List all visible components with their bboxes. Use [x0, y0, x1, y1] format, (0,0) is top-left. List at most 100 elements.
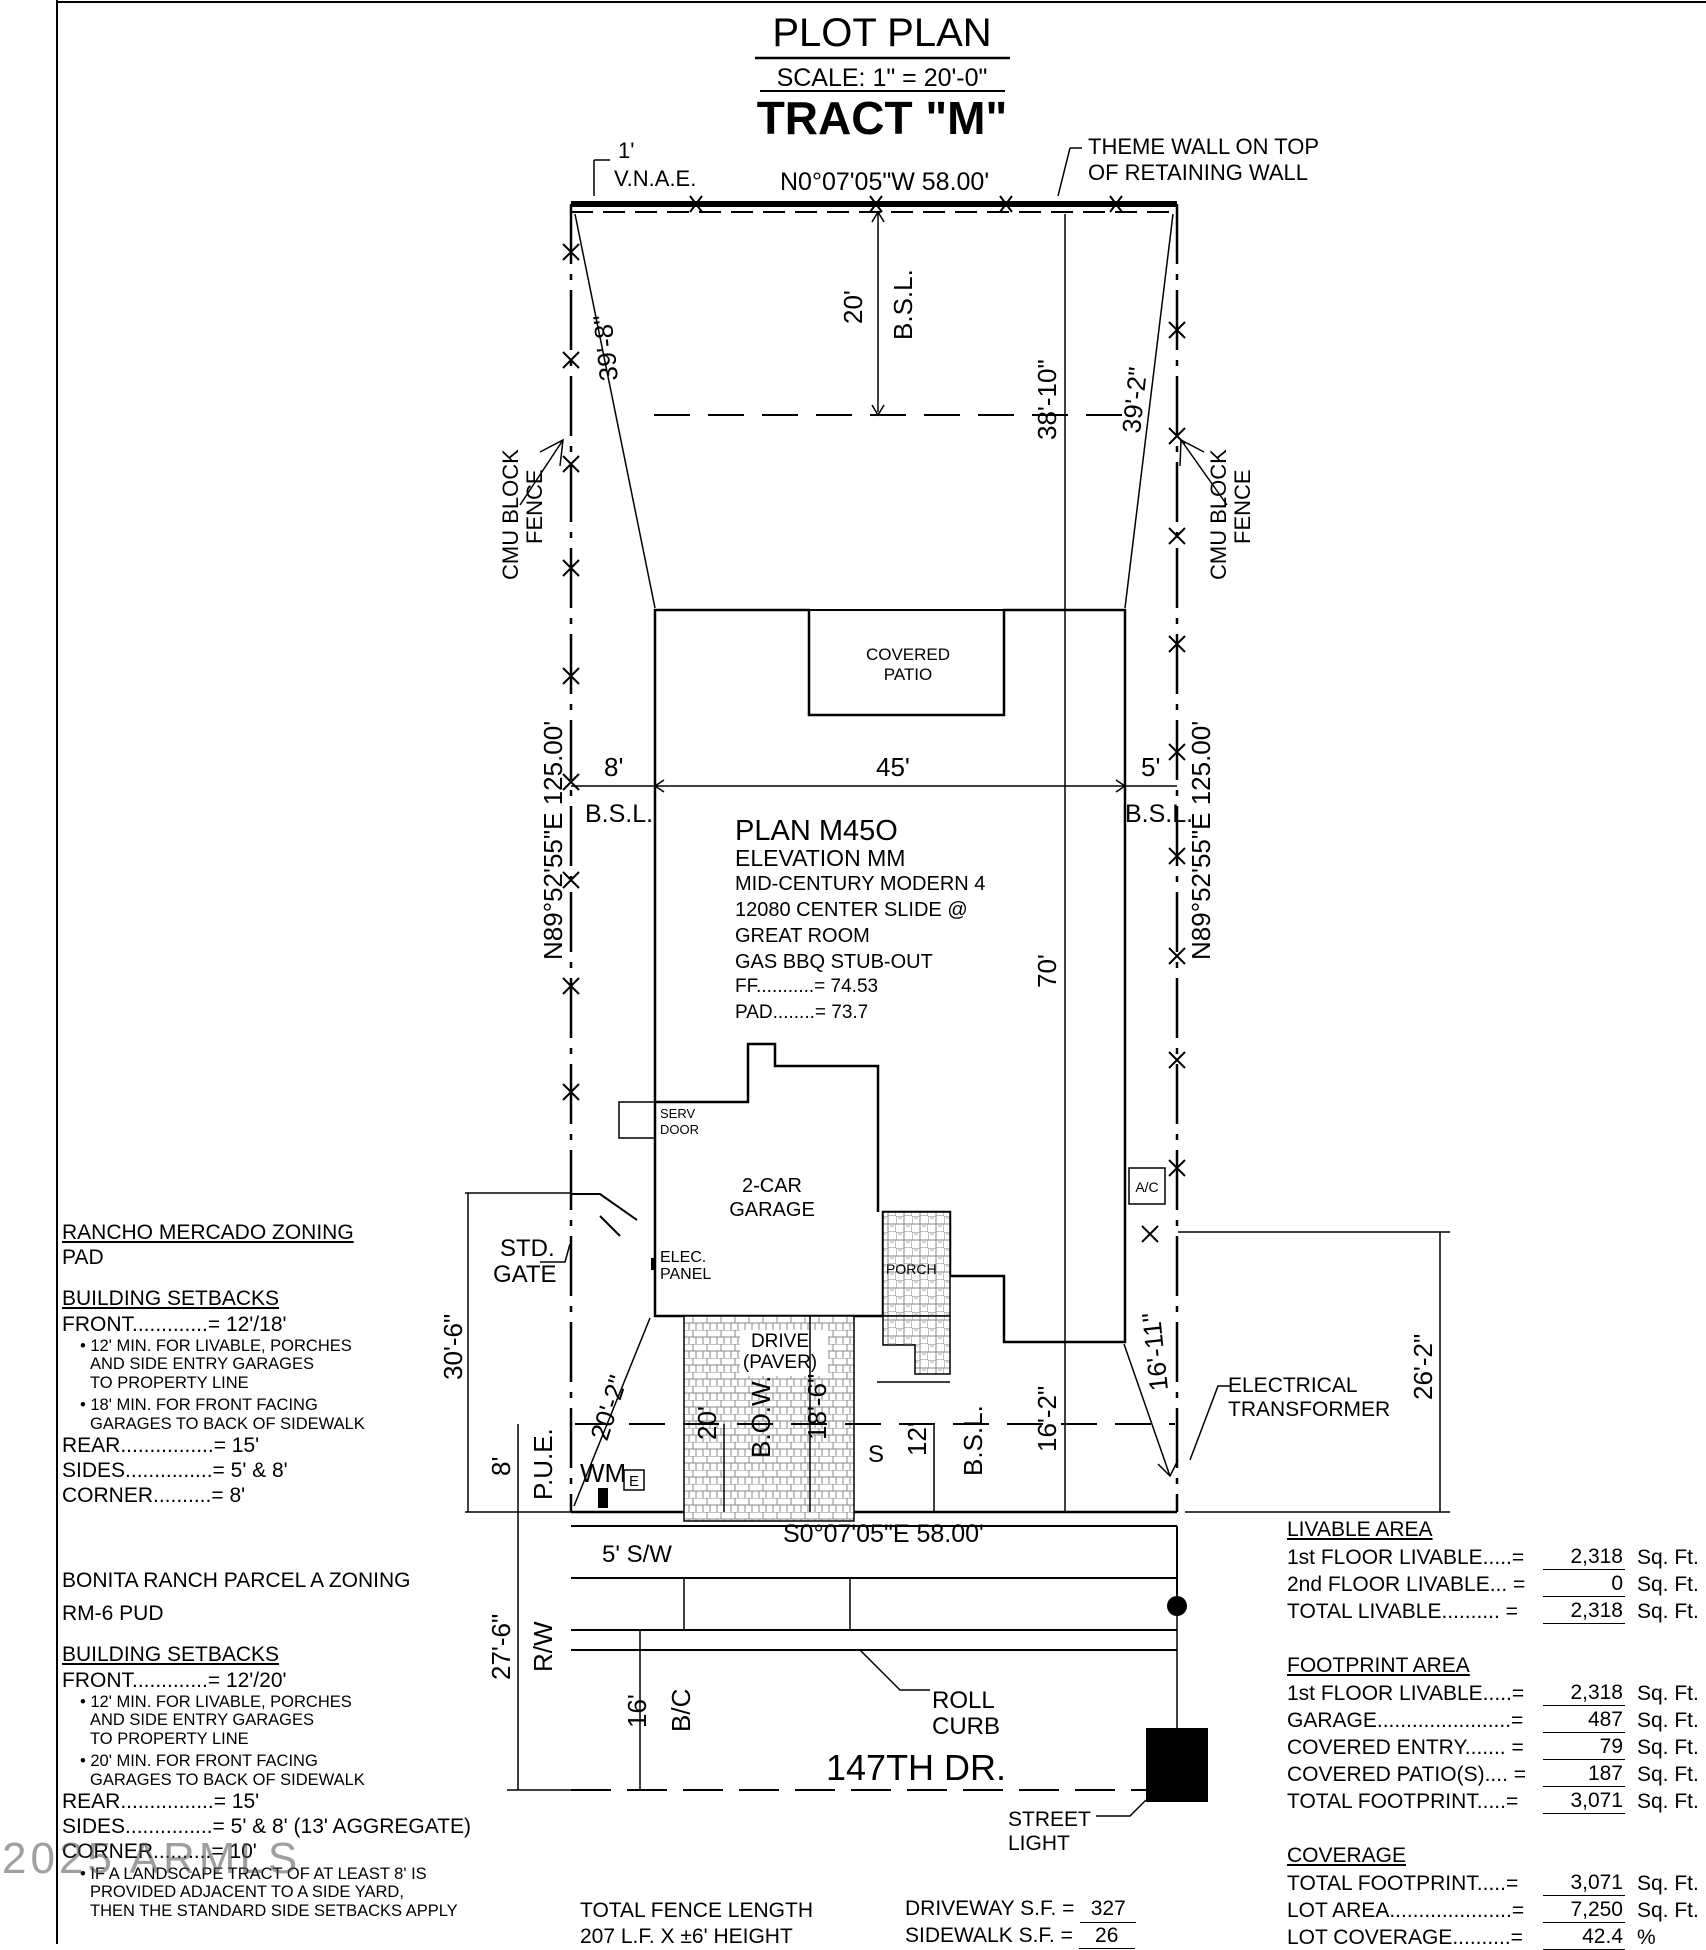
garage-label: 2-CAR	[742, 1175, 802, 1197]
zoning-zone: PAD	[62, 1246, 104, 1270]
setback-note: AND SIDE ENTRY GARAGES	[90, 1355, 315, 1374]
water-meter-label: WM	[580, 1458, 626, 1488]
area-unit: Sq. Ft.	[1637, 1709, 1699, 1732]
drive-label-2: (PAVER)	[743, 1352, 817, 1373]
porch-label: PORCH	[886, 1261, 937, 1277]
zoning-zone: RM-6 PUD	[62, 1602, 164, 1626]
area-label: GARAGE.......................=	[1287, 1709, 1524, 1732]
setback-note: • 12' MIN. FOR LIVABLE, PORCHES	[80, 1692, 352, 1711]
sidewalk-value: 26	[1078, 1923, 1135, 1950]
e-box-label: E	[629, 1473, 639, 1490]
area-value: 0	[1543, 1572, 1625, 1597]
ac-unit	[1128, 1167, 1166, 1205]
theme-wall-label: THEME WALL ON TOP	[1088, 134, 1319, 159]
area-unit: Sq. Ft.	[1637, 1790, 1699, 1813]
setbacks-heading: BUILDING SETBACKS	[62, 1287, 280, 1311]
setback-note: TO PROPERTY LINE	[90, 1729, 249, 1748]
area-value: 2,318	[1543, 1599, 1625, 1624]
area-value: 3,071	[1543, 1871, 1625, 1896]
svg-text:12080 CENTER SLIDE @: 12080 CENTER SLIDE @	[735, 899, 968, 921]
cmu-fence-right: CMU BLOCK	[1206, 449, 1231, 580]
dim-20: 20'	[692, 1406, 722, 1440]
driveway-value: 327	[1080, 1896, 1137, 1923]
svg-text:GAS BBQ STUB-OUT: GAS BBQ STUB-OUT	[735, 951, 933, 973]
covered-patio-label-2: PATIO	[884, 665, 933, 684]
scale-label: SCALE: 1" = 20'-0"	[777, 64, 988, 92]
dim-26-2: 26'-2"	[1408, 1334, 1438, 1400]
area-label: 1st FLOOR LIVABLE.....=	[1287, 1546, 1525, 1569]
sheet-border	[56, 0, 1706, 1944]
dim-27-6: 27'-6"	[486, 1614, 516, 1680]
area-unit: Sq. Ft.	[1637, 1899, 1699, 1922]
house-depth-dim: 70'	[1032, 954, 1062, 988]
bc-label: B/C	[666, 1689, 696, 1732]
area-value: 42.4	[1543, 1925, 1625, 1950]
street-light-label-2: LIGHT	[1008, 1832, 1070, 1855]
std-gate-label: STD.	[500, 1235, 555, 1262]
zoning-panel-rancho-mercado: RANCHO MERCADO ZONING PAD BUILDING SETBA…	[62, 1220, 365, 1509]
svg-text:FF...........= 74.53: FF...........= 74.53	[735, 976, 878, 997]
dim-16-11: 16'-11"	[1136, 1311, 1174, 1392]
covered-patio-label: COVERED	[866, 645, 950, 664]
ac-label: A/C	[1135, 1179, 1158, 1195]
area-label: COVERED PATIO(S).... =	[1287, 1763, 1527, 1786]
street-name: 147TH DR.	[826, 1747, 1006, 1788]
livable-heading: LIVABLE AREA	[1287, 1518, 1433, 1541]
diag-right-dim: 39'-2"	[1116, 366, 1153, 435]
sewer-mark: S	[868, 1441, 884, 1468]
area-unit: Sq. Ft.	[1637, 1600, 1699, 1623]
dim-20-2: 20'-2"	[584, 1372, 633, 1444]
serv-door-label: SERV	[660, 1106, 695, 1121]
property-boundary	[569, 201, 1179, 1514]
dim-12: 12'	[902, 1422, 932, 1456]
right-side-bearing: N89°52'55"E 125.00'	[1186, 721, 1216, 960]
electrical-transformer-label-2: TRANSFORMER	[1228, 1398, 1390, 1421]
sidewalk-label: 5' S/W	[602, 1541, 672, 1568]
garage-label-2: GARAGE	[729, 1199, 815, 1221]
setback-corner: CORNER..........= 8'	[62, 1484, 246, 1508]
right-bsl: B.S.L.	[1125, 800, 1193, 828]
area-label: LOT AREA.....................=	[1287, 1899, 1525, 1922]
area-label: 2nd FLOOR LIVABLE... =	[1287, 1573, 1526, 1596]
zoning-panel-bonita-ranch: BONITA RANCH PARCEL A ZONING RM-6 PUD BU…	[62, 1568, 471, 1920]
area-unit: Sq. Ft.	[1637, 1546, 1699, 1569]
title: PLOT PLAN	[772, 11, 991, 55]
paving-areas: DRIVEWAY S.F. = 327 SIDEWALK S.F. = 26	[905, 1896, 1137, 1950]
elec-panel-label-2: PANEL	[660, 1266, 711, 1283]
area-label: TOTAL FOOTPRINT.....=	[1287, 1790, 1519, 1813]
std-gate-label-2: GATE	[493, 1261, 557, 1288]
roll-curb-label-2: CURB	[932, 1713, 1000, 1740]
rw-label: R/W	[528, 1621, 558, 1672]
street-light-pole	[1167, 1596, 1187, 1616]
driveway-label: DRIVEWAY S.F. =	[905, 1897, 1075, 1920]
street-light-label: STREET	[1008, 1808, 1091, 1831]
cmu-fence-left: CMU BLOCK	[498, 449, 523, 580]
north-bearing: N0°07'05"W 58.00'	[780, 168, 989, 196]
area-unit: Sq. Ft.	[1637, 1872, 1699, 1895]
roll-curb-label: ROLL	[932, 1687, 995, 1714]
area-unit: Sq. Ft.	[1637, 1736, 1699, 1759]
tract-label: TRACT "M"	[757, 92, 1008, 144]
setback-rear: REAR................= 15'	[62, 1790, 260, 1814]
setback-note: • 12' MIN. FOR LIVABLE, PORCHES	[80, 1336, 352, 1355]
drive-label: DRIVE	[751, 1331, 809, 1352]
svg-text:PLAN M45O: PLAN M45O	[735, 815, 898, 847]
svg-text:MID-CENTURY MODERN 4: MID-CENTURY MODERN 4	[735, 873, 985, 895]
serv-door-label-2: DOOR	[660, 1122, 699, 1137]
footprint-area-table: FOOTPRINT AREA 1st FLOOR LIVABLE.....=2,…	[1287, 1654, 1699, 1814]
area-unit: Sq. Ft.	[1637, 1763, 1699, 1786]
vnae-label-2: V.N.A.E.	[614, 166, 696, 191]
porch	[882, 1211, 951, 1317]
diagonal-dims	[574, 213, 1174, 1512]
house-width-dim: 45'	[876, 752, 910, 782]
plan-info: PLAN M45O ELEVATION MM MID-CENTURY MODER…	[735, 815, 985, 1023]
dim-16: 16'	[622, 1694, 652, 1728]
area-unit: Sq. Ft.	[1637, 1682, 1699, 1705]
setback-front: FRONT.............= 12'/18'	[62, 1312, 287, 1336]
area-label: 1st FLOOR LIVABLE.....=	[1287, 1682, 1525, 1705]
svg-text:ELEVATION MM: ELEVATION MM	[735, 845, 905, 871]
